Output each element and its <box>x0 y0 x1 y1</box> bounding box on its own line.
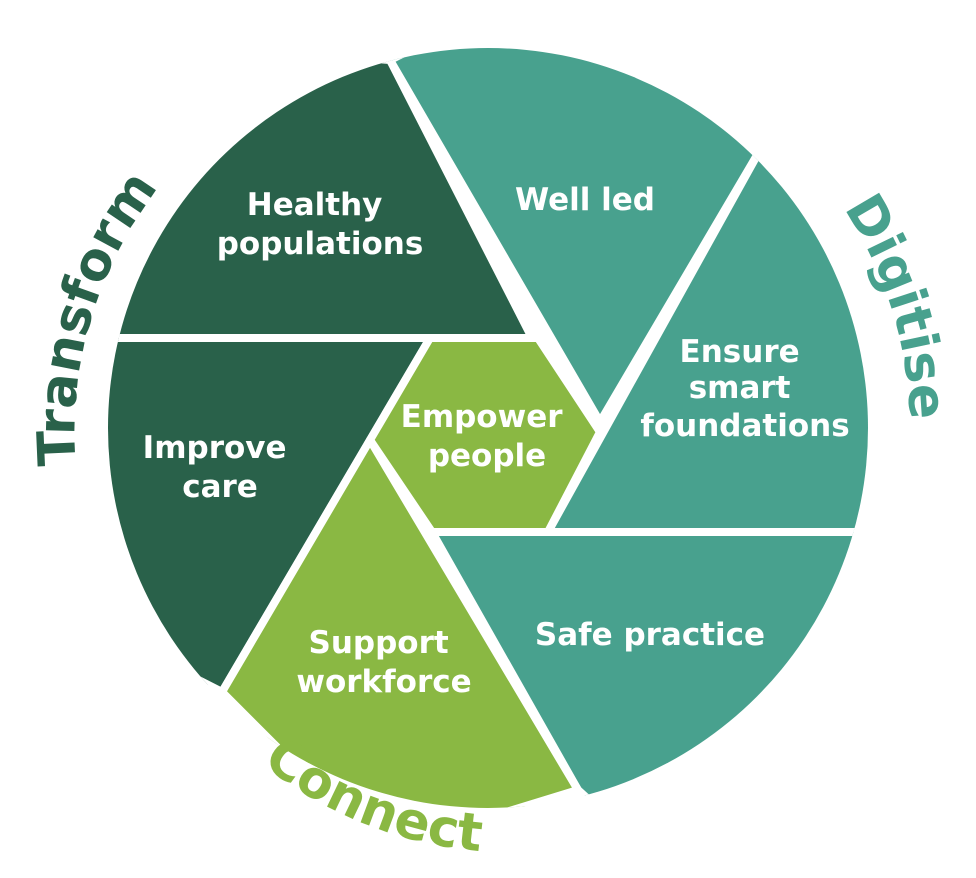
label-improve-care: Improve care <box>143 430 298 505</box>
label-empower-people: Empower people <box>401 399 574 474</box>
label-support-workforce: Support workforce <box>296 625 471 700</box>
label-well-led: Well led <box>515 182 655 218</box>
wheel <box>108 48 868 808</box>
segment-support-workforce <box>218 436 582 808</box>
label-healthy-populations: Healthy populations <box>217 187 424 262</box>
label-safe-practice: Safe practice <box>535 617 765 653</box>
label-ensure-smart-foundations: Ensure smart foundations <box>640 334 849 444</box>
